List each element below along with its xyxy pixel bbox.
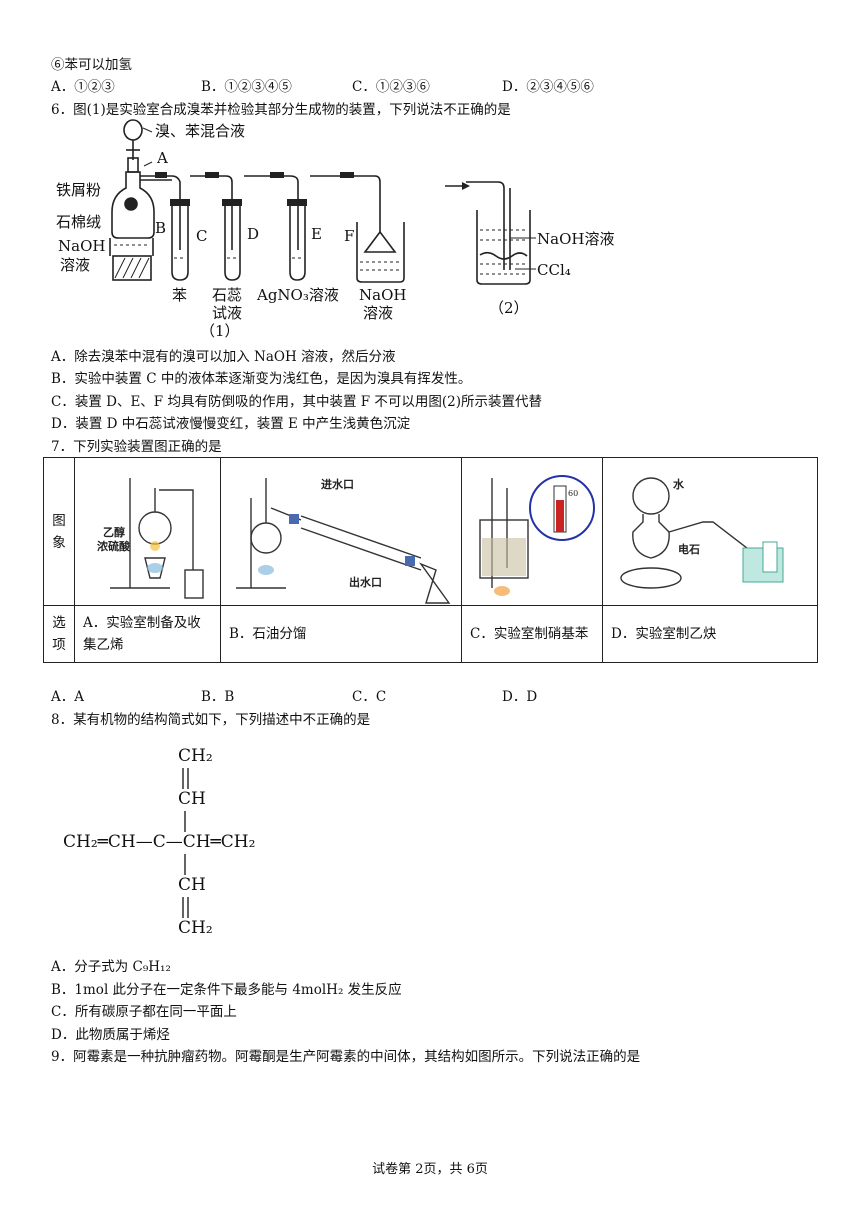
q8-option-a: A．分子式为 C₉H₁₂: [51, 959, 171, 975]
q8-struct-top-ch2: CH₂: [178, 746, 213, 766]
q7-b-water-out: 出水口: [349, 575, 382, 589]
q7-answer-c: C．C: [352, 689, 387, 705]
q7-b-water-in: 进水口: [321, 477, 354, 491]
fig1-label-wool: 石棉绒: [56, 213, 102, 231]
fig1-label-litmus-2: 试液: [212, 304, 243, 322]
q6-figure-1-apparatus: [109, 119, 405, 283]
q6-option-b: B．实验中装置 C 中的液体苯逐渐变为浅红色，是因为溴具有挥发性。: [51, 371, 472, 387]
fig1-label-f: F: [344, 227, 355, 245]
fig1-label-naoh-1: NaOH: [58, 237, 106, 255]
q8-struct-main-chain: CH₂═CH—C—CH═CH₂: [63, 832, 256, 852]
q8-struct-top-ch: CH: [178, 789, 206, 809]
fig1-label-iron: 铁屑粉: [56, 181, 102, 199]
q7-choice-b: B．石油分馏: [220, 605, 462, 663]
q8-option-d: D．此物质属于烯烃: [51, 1027, 170, 1043]
q7-choice-d: D．实验室制乙炔: [602, 605, 818, 663]
q7-image-d: 水 电石: [602, 457, 818, 606]
q7-answer-b: B．B: [201, 689, 235, 705]
q7-table: 图象 乙醇 浓硫酸: [43, 457, 818, 663]
fig1-label-b: B: [155, 219, 167, 237]
fig1-label-litmus-1: 石蕊: [212, 286, 243, 304]
q7-d-carbide: 电石: [678, 542, 700, 556]
q7-d-water: 水: [673, 477, 685, 491]
q8-struct-bottom-ch2: CH₂: [178, 918, 213, 938]
fig1-label-f-naoh-2: 溶液: [363, 304, 394, 322]
fig1-label-top-mixture: 溴、苯混合液: [155, 122, 246, 140]
q6-figure-2-apparatus: [445, 181, 536, 285]
q6-option-d: D．装置 D 中石蕊试液慢慢变红，装置 E 中产生浅黄色沉淀: [51, 416, 411, 432]
q5-option-c: C．①②③⑥: [352, 79, 430, 95]
q5-option-a: A．①②③: [51, 79, 115, 95]
q5-option-d: D．②③④⑤⑥: [502, 79, 594, 95]
q8-option-c: C．所有碳原子都在同一平面上: [51, 1004, 237, 1020]
q8-option-b: B．1mol 此分子在一定条件下最多能与 4molH₂ 发生反应: [51, 982, 402, 998]
fig1-label-a: A: [157, 149, 168, 167]
q6-option-a: A．除去溴苯中混有的溴可以加入 NaOH 溶液，然后分液: [51, 349, 396, 365]
q7-c-temp: 60: [568, 489, 578, 498]
fig1-label-e: E: [311, 225, 322, 243]
q7-image-a: 乙醇 浓硫酸: [74, 457, 221, 606]
q7-header-image: 图象: [43, 457, 75, 606]
fig1-label-naoh-2: 溶液: [60, 256, 91, 274]
fig2-label-ccl4: CCl₄: [537, 261, 571, 279]
fig1-label-benzene: 苯: [172, 286, 188, 304]
q5-option-b: B．①②③④⑤: [201, 79, 292, 95]
q7-a-reagent-2: 浓硫酸: [97, 539, 131, 553]
q6-option-c: C．装置 D、E、F 均具有防倒吸的作用，其中装置 F 不可以用图(2)所示装置…: [51, 394, 543, 410]
q7-answer-a: A．A: [51, 689, 84, 705]
fig1-label-c: C: [196, 227, 208, 245]
q5-tail-line: ⑥苯可以加氢: [51, 57, 132, 73]
q7-image-c: 60: [461, 457, 603, 606]
fig1-label-d: D: [247, 225, 260, 243]
q7-header-option: 选项: [43, 605, 75, 663]
q7-choice-a: A．实验室制备及收集乙烯: [74, 605, 221, 663]
q7-stem: 7．下列实验装置图正确的是: [51, 439, 222, 455]
fig2-caption: （2）: [489, 299, 529, 317]
q6-stem: 6．图(1)是实验室合成溴苯并检验其部分生成物的装置，下列说法不正确的是: [51, 102, 511, 118]
q8-stem: 8．某有机物的结构简式如下，下列描述中不正确的是: [51, 712, 371, 728]
fig1-caption: （1）: [200, 322, 240, 340]
q8-struct-bonds: [182, 768, 189, 918]
fig1-label-agno3: AgNO₃溶液: [257, 286, 339, 304]
fig1-label-f-naoh-1: NaOH: [359, 286, 407, 304]
q7-a-reagent-1: 乙醇: [103, 525, 125, 539]
q8-struct-bottom-ch: CH: [178, 875, 206, 895]
fig2-label-naoh: NaOH溶液: [537, 230, 615, 248]
q7-answer-d: D．D: [502, 689, 538, 705]
q9-stem: 9．阿霉素是一种抗肿瘤药物。阿霉酮是生产阿霉素的中间体，其结构如图所示。下列说法…: [51, 1049, 641, 1065]
page-footer: 试卷第 2页，共 6页: [372, 1162, 488, 1177]
